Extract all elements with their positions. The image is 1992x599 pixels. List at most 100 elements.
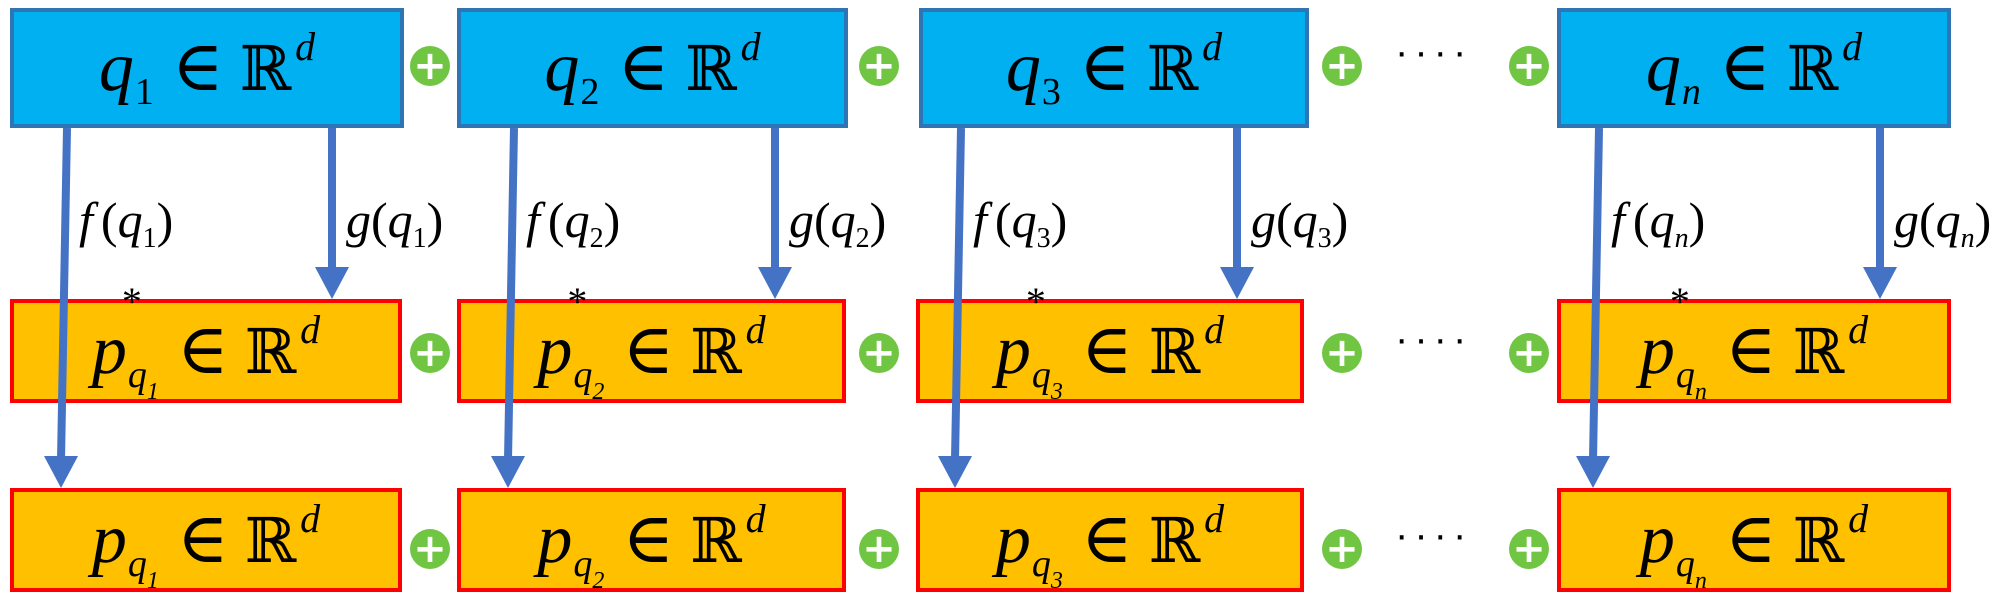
f-function-name: f	[1611, 192, 1625, 248]
dimension-exponent: d	[300, 307, 321, 352]
star-superscript: *	[567, 279, 588, 324]
g-argument-subscript: n	[1960, 223, 1975, 254]
prototype-subscript: qn	[1675, 354, 1707, 405]
element-of-symbol: ∈	[171, 29, 224, 106]
f-function-label-4: f(qn)	[1611, 192, 1705, 253]
prototype-subscript: q2	[573, 543, 605, 594]
prototype-sub-subscript: 1	[146, 379, 159, 405]
element-of-symbol: ∈	[1080, 312, 1133, 389]
real-set-symbol: ℝ	[1786, 32, 1839, 105]
close-paren: )	[156, 192, 174, 248]
open-paren: (	[814, 192, 831, 248]
g-function-label-4: g(qn)	[1894, 192, 1992, 253]
ellipsis-dots: ····	[1395, 30, 1473, 74]
plus-icon: +	[1509, 333, 1549, 373]
real-set-symbol: ℝ	[239, 32, 292, 105]
open-paren: (	[100, 192, 118, 248]
f-function-name: f	[973, 192, 987, 248]
plus-icon: +	[1322, 333, 1362, 373]
f-function-name: f	[79, 192, 93, 248]
prototype-star-symbol: p*	[996, 282, 1046, 386]
prototype-subscript: q1	[127, 543, 159, 594]
real-set-symbol: ℝ	[1148, 315, 1201, 388]
prototype-variable: p	[995, 501, 1031, 578]
element-of-symbol: ∈	[1724, 501, 1777, 578]
dimension-exponent: d	[1202, 24, 1223, 69]
dimension-exponent: d	[745, 307, 766, 352]
prototype-variable: p	[1639, 312, 1675, 389]
open-paren: (	[1276, 192, 1293, 248]
prototype-subscript: q1	[127, 354, 159, 405]
f-function-label-1: f(q1)	[79, 192, 174, 253]
plus-icon: +	[859, 529, 899, 569]
close-paren: )	[426, 192, 444, 248]
f-argument-variable: q	[564, 192, 590, 248]
g-function-name: g	[789, 192, 814, 248]
element-of-symbol: ∈	[1718, 29, 1771, 106]
element-of-symbol: ∈	[622, 312, 675, 389]
dimension-exponent: d	[295, 24, 316, 69]
plus-icon: +	[1322, 529, 1362, 569]
open-paren: (	[1919, 192, 1936, 248]
close-paren: )	[1974, 192, 1992, 248]
prototype-star-symbol: p*	[1640, 282, 1690, 386]
dimension-exponent: d	[300, 496, 321, 541]
plus-icon: +	[1509, 529, 1549, 569]
f-argument-subscript: n	[1674, 223, 1689, 254]
prototype-variable: p	[995, 312, 1031, 389]
query-variable: q	[98, 29, 134, 106]
close-paren: )	[603, 192, 621, 248]
f-argument-subscript: 2	[589, 223, 604, 254]
g-argument-variable: q	[1935, 192, 1961, 248]
f-argument-variable: q	[1011, 192, 1037, 248]
dimension-exponent: d	[745, 496, 766, 541]
query-subscript: 3	[1041, 71, 1061, 113]
dimension-exponent: d	[740, 24, 761, 69]
element-of-symbol: ∈	[1078, 29, 1131, 106]
g-argument-variable: q	[830, 192, 856, 248]
prototype-variable: p	[91, 312, 127, 389]
ellipsis-dots: ····	[1395, 317, 1473, 361]
real-set-symbol: ℝ	[690, 315, 742, 388]
query-variable: q	[1645, 29, 1681, 106]
element-of-symbol: ∈	[1724, 312, 1777, 389]
dimension-exponent: d	[1848, 307, 1869, 352]
prototype-star-symbol: p*	[537, 282, 587, 386]
query-subscript: n	[1681, 71, 1701, 113]
close-paren: )	[1331, 192, 1349, 248]
element-of-symbol: ∈	[622, 501, 675, 578]
open-paren: (	[1632, 192, 1650, 248]
g-argument-subscript: 1	[412, 223, 427, 254]
dimension-exponent: d	[1204, 307, 1225, 352]
plus-icon: +	[859, 333, 899, 373]
g-function-label-3: g(q3)	[1251, 192, 1349, 253]
star-superscript: *	[1669, 279, 1690, 324]
real-set-symbol: ℝ	[690, 504, 742, 577]
g-argument-subscript: 3	[1317, 223, 1332, 254]
prototype-sub-subscript: 3	[1050, 568, 1063, 594]
ellipsis-dots: ····	[1395, 513, 1473, 557]
query-variable: q	[544, 29, 580, 106]
element-of-symbol: ∈	[176, 501, 229, 578]
prototype-sub-subscript: 1	[146, 568, 159, 594]
g-argument-subscript: 2	[855, 223, 870, 254]
dimension-exponent: d	[1848, 496, 1869, 541]
real-set-symbol: ℝ	[244, 315, 297, 388]
query-subscript: 1	[134, 71, 154, 113]
element-of-symbol: ∈	[1080, 501, 1133, 578]
open-paren: (	[371, 192, 388, 248]
star-superscript: *	[121, 279, 142, 324]
